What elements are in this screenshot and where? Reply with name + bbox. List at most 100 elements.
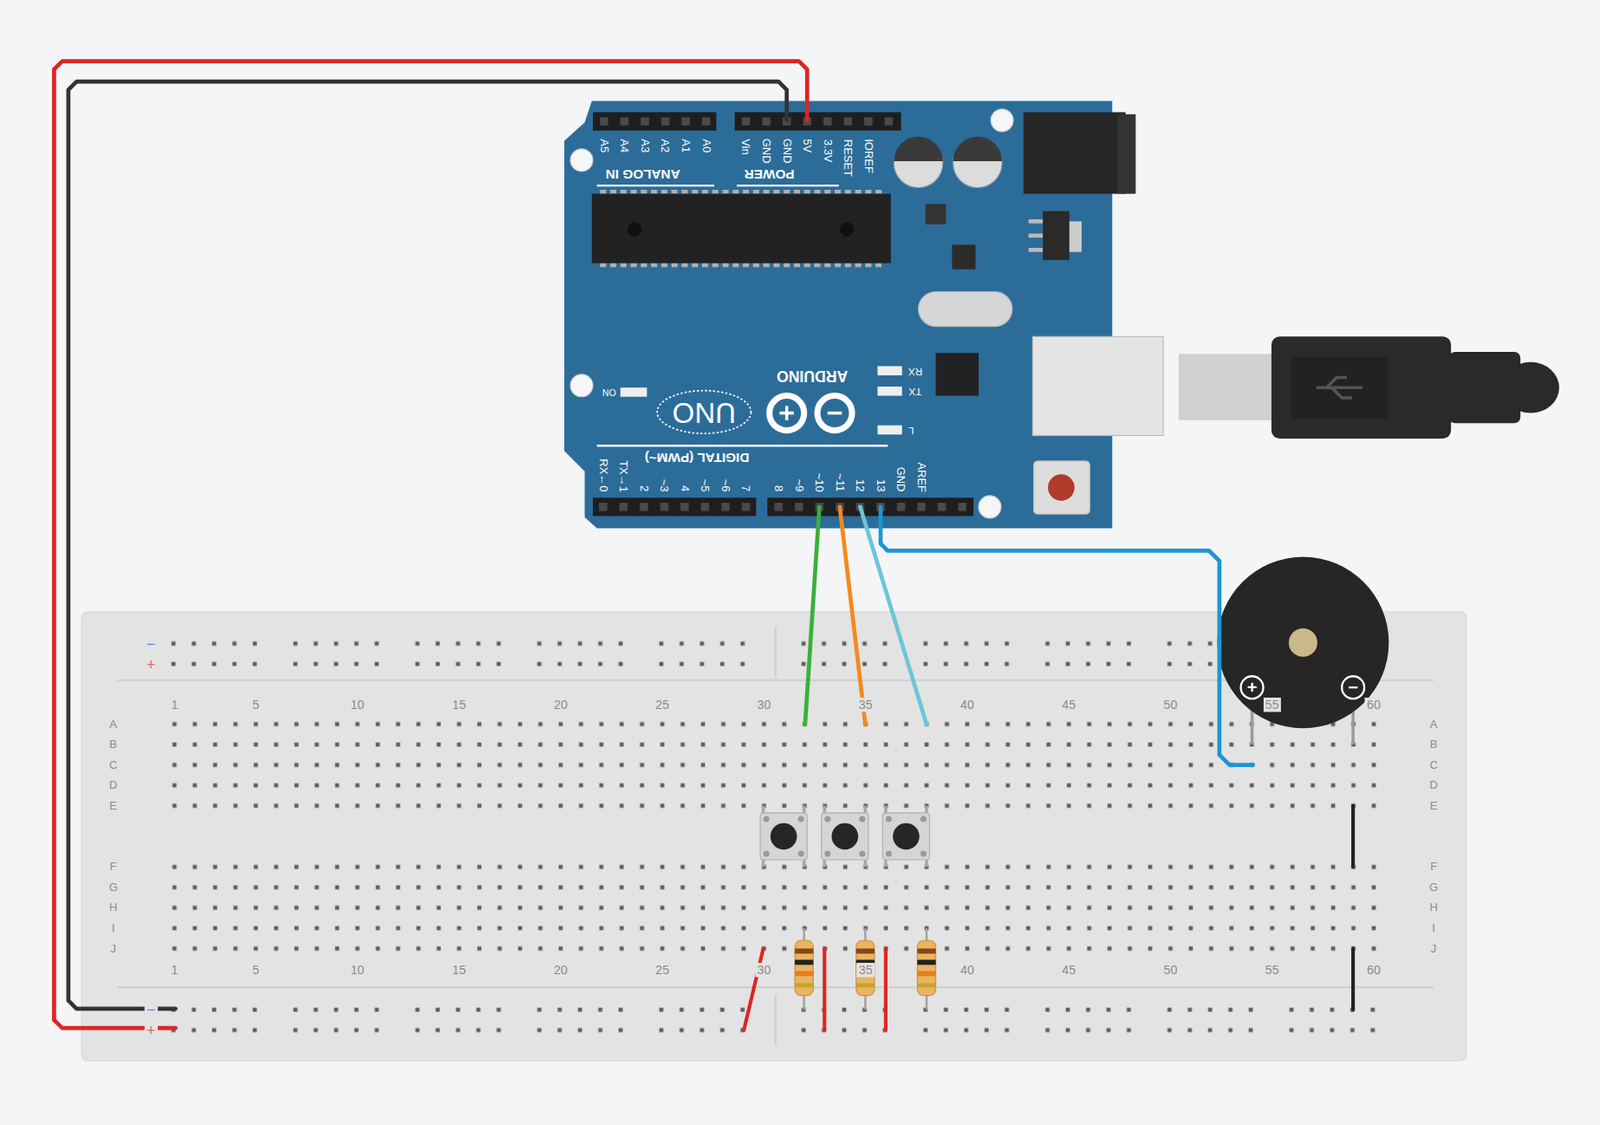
column-number: 1 (169, 697, 181, 712)
pin-label: AREF (916, 461, 928, 493)
arduino-board-art (620, 387, 648, 397)
row-letter: A (1427, 717, 1439, 731)
breadboard-art (650, 633, 753, 675)
pushbutton (821, 806, 869, 868)
jumper-wire (859, 507, 927, 725)
pin-label: 4 (678, 485, 690, 492)
pushbutton (760, 806, 807, 868)
breadboard-art (1281, 999, 1383, 1041)
breadboard-art (1037, 633, 1139, 675)
arduino-board-art (953, 136, 1003, 162)
breadboard-art (774, 994, 777, 1046)
jumper-wire (805, 507, 820, 725)
arduino-board: A5A4A3A2A1A0ANALOG INVinGNDGND5V3.3VRESE… (564, 101, 1113, 529)
row-letter: C (107, 758, 120, 772)
usb-cable (1316, 377, 1363, 398)
polarity-sign: + (1247, 678, 1258, 696)
usb-cable (1032, 336, 1164, 436)
pushbutton (760, 806, 930, 868)
led-label: ON (602, 387, 617, 397)
arduino-board-art (877, 365, 902, 376)
row-letter: H (107, 901, 120, 915)
arduino-board-art (592, 497, 756, 516)
column-number: 15 (449, 697, 468, 712)
header-title: POWER (744, 168, 795, 182)
arduino-board-art (768, 497, 973, 516)
column-number: 35 (856, 962, 874, 977)
rail-sign: + (144, 655, 158, 673)
pin-label: ~9 (793, 478, 805, 492)
column-number: 55 (1262, 962, 1281, 977)
row-letter: H (1427, 901, 1440, 915)
arduino-board-art (734, 111, 902, 131)
jumper-wire (839, 507, 866, 725)
breadboard-art (285, 633, 387, 675)
pin-label: 8 (773, 485, 785, 492)
arduino-board-art (597, 184, 715, 187)
pin-label: ~10 (813, 472, 826, 492)
arduino-board-art (785, 405, 789, 420)
column-number: 5 (250, 697, 262, 712)
arduino-board-art (925, 203, 947, 225)
arduino-board-art (1034, 461, 1091, 514)
breadboard-art (1037, 999, 1139, 1041)
pin-label: RESET (842, 138, 854, 176)
pin-label: ~3 (658, 478, 670, 492)
column-number: 10 (348, 962, 366, 977)
column-number: 55 (1262, 697, 1281, 712)
pin-label: IOREF (862, 138, 874, 174)
arduino-board-art (1117, 114, 1136, 195)
arduino-board-art (936, 352, 979, 396)
pin-label: 2 (637, 485, 650, 492)
row-letter: J (108, 942, 118, 956)
arduino-board-art (564, 101, 1136, 529)
column-number: 40 (958, 697, 976, 712)
brand-name: ARDUINO (776, 368, 848, 384)
pin-label: 12 (854, 479, 866, 492)
row-letter: D (107, 778, 120, 792)
row-letter: E (1427, 799, 1439, 813)
pin-label: ~6 (720, 478, 732, 492)
jumper-wire (743, 806, 1353, 1031)
row-letter: F (107, 860, 119, 874)
pin-label: A4 (618, 138, 631, 153)
column-number: 60 (1365, 697, 1383, 712)
resistor-symbol (917, 928, 936, 1010)
row-letter: B (107, 737, 119, 751)
breadboard-art (915, 999, 1017, 1041)
column-number: 45 (1060, 697, 1078, 712)
arduino-board-art (1028, 233, 1043, 238)
column-number: 20 (552, 962, 570, 977)
pin-label: A2 (659, 138, 671, 153)
arduino-board-art (1047, 474, 1075, 501)
breadboard-art (1159, 999, 1262, 1041)
header-title: ANALOG IN (605, 168, 681, 182)
jumper-wire (880, 507, 1254, 766)
column-number: 60 (1365, 962, 1383, 977)
column-number: 20 (552, 697, 570, 712)
breadboard-art (164, 857, 1385, 960)
breadboard-art (407, 633, 509, 675)
arduino-board-art (827, 411, 842, 416)
jumper-wire (53, 61, 807, 1029)
breadboard-art (774, 627, 777, 679)
usb-cable (1271, 336, 1451, 439)
pin-label: ~11 (833, 473, 846, 492)
column-number: 45 (1060, 962, 1078, 977)
column-number: 40 (958, 962, 976, 977)
arduino-board-art (978, 495, 1002, 519)
breadboard: −+151015202530354045505560AABBCCDDEEFFGG… (81, 611, 1467, 1061)
arduino-board-art (1042, 211, 1070, 261)
arduino-board-art (592, 497, 756, 516)
arduino-board-art (597, 444, 889, 447)
usb-cable (1178, 353, 1273, 420)
led-label: RX (908, 365, 923, 377)
breadboard-art (529, 999, 631, 1041)
arduino-board-art (736, 184, 840, 187)
pin-label: GND (895, 467, 907, 493)
buzzer-art (1288, 628, 1318, 657)
column-number: 10 (348, 697, 366, 712)
pin-label: A0 (700, 138, 712, 153)
arduino-board-art (1069, 221, 1082, 252)
